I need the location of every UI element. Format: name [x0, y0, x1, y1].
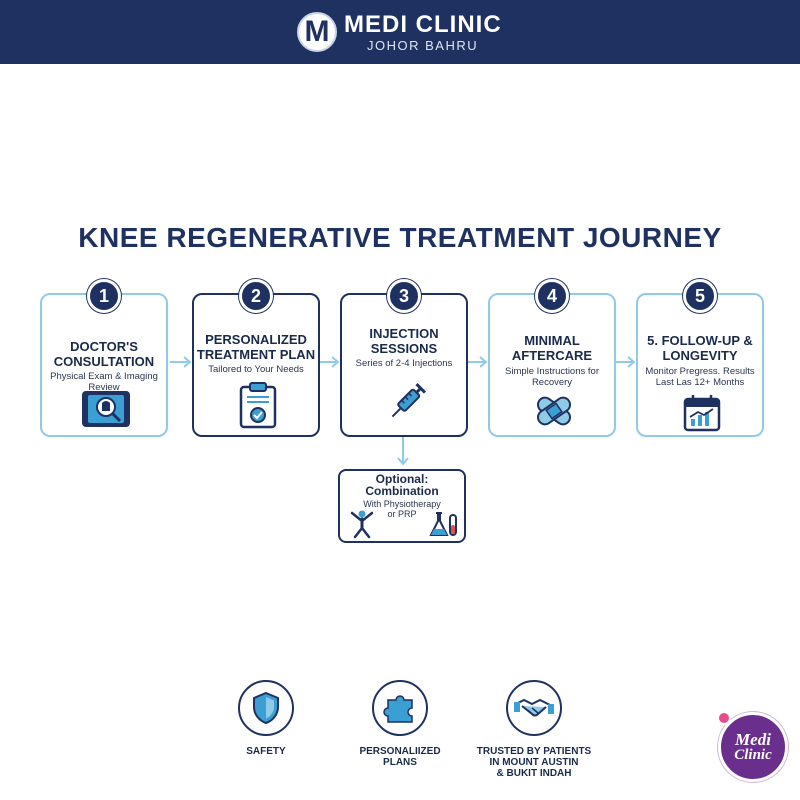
exercise-figure-icon [350, 510, 374, 539]
optional-subtitle-line2: or PRP [387, 509, 417, 519]
logo-letter: M [304, 15, 330, 48]
step-number-badge: 3 [387, 279, 421, 313]
step-title-line1: 5. FOLLOW-UP & [647, 333, 753, 348]
feature-label-line3: & BUKIT INDAH [496, 768, 572, 779]
handshake-icon [514, 698, 554, 717]
bandage-icon [536, 396, 572, 426]
tablet-xray-magnifier-icon [82, 391, 130, 427]
step-title-line2: AFTERCARE [511, 348, 593, 363]
shield-icon [253, 691, 279, 725]
step-card-follow-up: 5. FOLLOW-UP & LONGEVITY Monitor Pregres… [636, 293, 764, 437]
brand-name: MEDI CLINIC [344, 11, 502, 38]
optional-combination-card: Optional: Combination With Physiotherapy… [338, 469, 466, 543]
feature-personalized-plans [372, 680, 428, 736]
step-title-line1: DOCTOR'S [70, 339, 138, 354]
feature-safety [238, 680, 294, 736]
optional-title-line1: Optional: [375, 472, 429, 486]
feature-trusted [506, 680, 562, 736]
clinic-logo-icon: M [297, 12, 337, 52]
step-subtitle: Tailored to Your Needs [208, 364, 304, 375]
step-card-consultation: DOCTOR'S CONSULTATION Physical Exam & Im… [40, 293, 168, 437]
step-title-line1: INJECTION [369, 326, 439, 341]
step-title-line1: PERSONALIZED [205, 332, 307, 347]
arrow-right-icon [320, 356, 340, 368]
step-card-aftercare: MINIMAL AFTERCARE Simple Instructions fo… [488, 293, 616, 437]
step-title-line2: CONSULTATION [53, 354, 155, 369]
feature-label-personalized: PERSONALIIZED PLANS [340, 746, 460, 768]
medi-clinic-badge: Medi Clinic [717, 711, 788, 782]
step-subtitle-line2: Recovery [531, 377, 573, 388]
optional-title-line2: Combination [365, 484, 439, 498]
step-card-injection-sessions: INJECTION SESSIONS Series of 2-4 Injecti… [340, 293, 468, 437]
step-title-line1: MINIMAL [524, 333, 580, 348]
badge-line1: Medi [735, 730, 771, 749]
step-number-badge: 4 [535, 279, 569, 313]
header-bar: M MEDI CLINIC JOHOR BAHRU [0, 0, 800, 64]
step-title-line2: TREATMENT PLAN [196, 347, 316, 362]
feature-label-line1: TRUSTED BY PATIENTS [476, 746, 592, 757]
step-subtitle-line1: Simple Instructions for [505, 366, 599, 377]
step-title-line2: SESSIONS [370, 341, 438, 356]
calendar-chart-icon [683, 395, 721, 432]
arrow-right-icon [170, 356, 192, 368]
step-subtitle-line1: Monitor Pregress. Results [645, 366, 755, 377]
step-number-badge: 1 [87, 279, 121, 313]
feature-label-line1: PERSONALIIZED [359, 746, 441, 757]
arrow-down-icon [397, 437, 409, 466]
step-card-treatment-plan: PERSONALIZED TREATMENT PLAN Tailored to … [192, 293, 320, 437]
lab-flask-icon [429, 512, 457, 536]
step-subtitle: Physical Exam & Imaging Review [50, 371, 158, 393]
arrow-right-icon [616, 356, 636, 368]
puzzle-icon [383, 695, 413, 723]
badge-accent-dot-icon [717, 711, 731, 725]
step-title-line2: LONGEVITY [662, 348, 738, 363]
feature-label-line2: IN MOUNT AUSTIN [489, 757, 579, 768]
optional-subtitle-line1: With Physiotherapy [363, 499, 441, 509]
feature-label-line2: PLANS [383, 757, 417, 768]
feature-label-trusted: TRUSTED BY PATIENTS IN MOUNT AUSTIN & BU… [470, 746, 598, 779]
step-subtitle-line2: Last Las 12+ Months [655, 377, 745, 388]
clipboard-check-icon [239, 382, 277, 429]
feature-label-safety: SAFETY [246, 746, 286, 757]
arrow-right-icon [468, 356, 488, 368]
syringe-icon [391, 382, 427, 418]
brand-location: JOHOR BAHRU [367, 38, 479, 53]
step-number-badge: 5 [683, 279, 717, 313]
page-title: KNEE REGENERATIVE TREATMENT JOURNEY [78, 222, 722, 253]
step-subtitle: Series of 2-4 Injections [355, 358, 453, 369]
step-number-badge: 2 [239, 279, 273, 313]
badge-line2: Clinic [734, 747, 772, 763]
